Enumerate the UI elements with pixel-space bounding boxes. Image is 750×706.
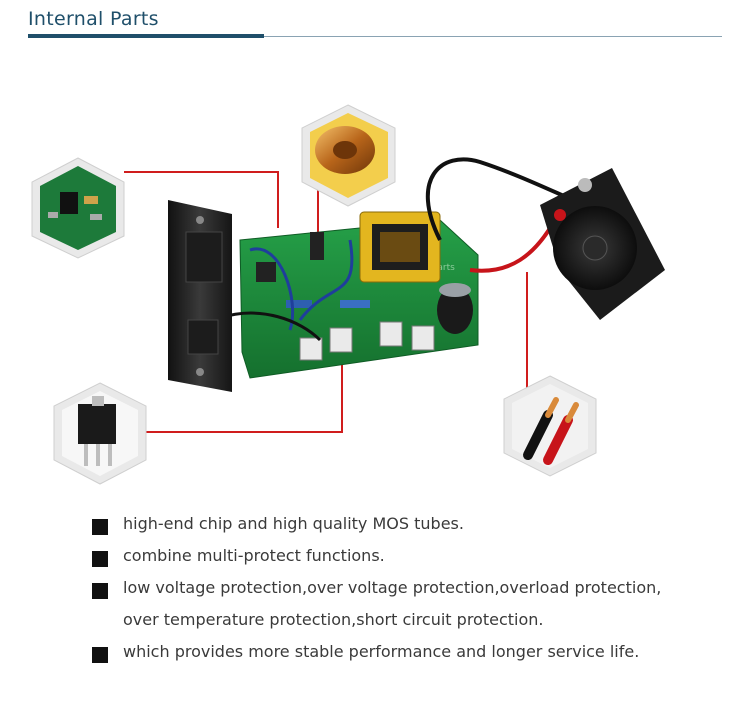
inset-mos-transistor: [53, 382, 147, 485]
header-divider: [28, 36, 722, 37]
pcb-board: Fabrication Parts: [219, 211, 479, 379]
feature-item-continuation: over temperature protection,short circui…: [92, 608, 732, 640]
header-underline-accent: [28, 34, 264, 38]
feature-text: combine multi-protect functions.: [123, 546, 385, 565]
feature-item: low voltage protection,over voltage prot…: [92, 576, 732, 608]
bullet-square-icon: [92, 647, 108, 663]
inset-cable-connectors: [503, 375, 597, 477]
feature-text: over temperature protection,short circui…: [123, 610, 544, 629]
feature-item: high-end chip and high quality MOS tubes…: [92, 512, 732, 544]
bullet-square-icon: [92, 583, 108, 599]
inset-chip-board: [31, 157, 125, 259]
feature-item: which provides more stable performance a…: [92, 640, 732, 672]
feature-list: high-end chip and high quality MOS tubes…: [92, 512, 732, 672]
callout-lines: [124, 171, 528, 433]
socket-panel: [168, 200, 232, 392]
feature-item: combine multi-protect functions.: [92, 544, 732, 576]
inset-copper-coil: [301, 104, 396, 207]
feature-text: high-end chip and high quality MOS tubes…: [123, 514, 464, 533]
section-title: Internal Parts: [28, 8, 159, 30]
feature-text: low voltage protection,over voltage prot…: [123, 578, 662, 597]
bullet-square-icon: [92, 519, 108, 535]
internal-parts-illustration: Fabrication Parts: [31, 104, 665, 485]
cooling-fan: [540, 168, 665, 320]
feature-text: which provides more stable performance a…: [123, 642, 640, 661]
bullet-square-icon: [92, 551, 108, 567]
